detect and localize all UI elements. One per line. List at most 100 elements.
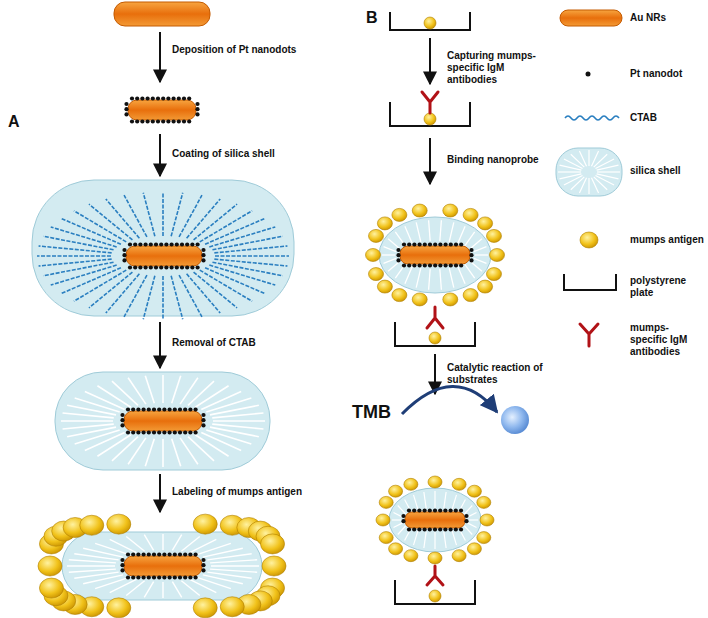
mumps-antigen [193, 514, 217, 534]
pt-nanodot [142, 430, 146, 434]
pore-line [172, 439, 181, 467]
pt-nanodot [131, 575, 135, 579]
silica-shell [55, 372, 270, 470]
pt-nanodot [183, 575, 187, 579]
pore-line [126, 536, 144, 551]
pt-nanodot [126, 407, 130, 411]
pt-nanodot [162, 430, 166, 434]
pore-line [429, 220, 431, 241]
pore-line [212, 424, 263, 429]
igm-antibody [427, 307, 443, 328]
pt-nanodot [144, 242, 148, 246]
pt-nanodot [454, 263, 458, 267]
pore-line [440, 220, 442, 241]
pt-nanodot [433, 527, 437, 531]
pore-line [181, 581, 199, 596]
mumps-antigen [477, 496, 491, 508]
pore-line [83, 548, 123, 557]
pore-line [190, 539, 217, 552]
pt-nanodot [180, 265, 184, 269]
pt-nanodot [396, 258, 400, 262]
gold-nanorod [124, 411, 202, 431]
igm-antibody [422, 92, 438, 113]
pt-nanodot [438, 508, 442, 512]
mumps-antigen [452, 550, 466, 562]
pt-nanodot [183, 430, 187, 434]
pt-nanodot [201, 558, 205, 562]
pt-nanodots [122, 242, 205, 269]
silica-shell [62, 532, 262, 600]
pore-line [416, 222, 421, 242]
legend-ctab [565, 116, 619, 120]
pore-line [434, 532, 435, 549]
pt-nanodot [459, 527, 463, 531]
pore-line [61, 268, 121, 294]
step-arrow [159, 32, 161, 82]
pore-line [75, 398, 120, 412]
pt-nanodot [464, 519, 468, 523]
pore-line [162, 582, 163, 598]
pt-nanodot [149, 265, 153, 269]
pore-line [398, 526, 406, 535]
pt-nanodot [135, 96, 139, 100]
pore-line [128, 378, 146, 404]
pt-nanodot [444, 263, 448, 267]
pt-nanodot [146, 96, 150, 100]
pt-nanodot [407, 527, 411, 531]
pt-nanodot [428, 508, 432, 512]
pt-nanodot [187, 119, 191, 123]
pt-nanodot [438, 527, 442, 531]
pore-line [564, 159, 583, 168]
pore-line [110, 579, 137, 592]
pt-nanodots [124, 96, 199, 123]
pore-line [61, 420, 113, 422]
pore-line [37, 255, 111, 257]
pt-nanodot [449, 263, 453, 267]
pt-nanodot [454, 242, 458, 246]
pt-nanodot [166, 96, 170, 100]
pt-nanodot [454, 527, 458, 531]
pt-nanodot [402, 242, 406, 246]
pt-nanodot [161, 119, 165, 123]
pt-nanodot [417, 508, 421, 512]
pore-line [213, 420, 265, 422]
pore-line [188, 437, 214, 461]
pt-nanodot [443, 508, 447, 512]
pore-line [470, 262, 482, 272]
pore-line [449, 222, 454, 242]
legend-text: polystyrene plate [630, 275, 704, 299]
pore-line [384, 247, 397, 252]
pt-nanodot [142, 407, 146, 411]
pt-nanodot [130, 96, 134, 100]
pt-nanodot [194, 552, 198, 556]
mumps-antigen [369, 268, 384, 281]
pt-nanodot [172, 119, 176, 123]
pore-line [393, 512, 402, 516]
mumps-antigen [463, 208, 478, 221]
pore-line [384, 258, 397, 263]
pore-line [95, 543, 129, 554]
pore-line [74, 270, 126, 301]
mumps-antigen [389, 485, 403, 497]
mumps-antigen [404, 550, 418, 562]
pt-nanodot [131, 407, 135, 411]
mumps-antigen [392, 208, 407, 221]
pore-line [458, 267, 465, 284]
pt-nanodot [177, 119, 181, 123]
pore-line [475, 254, 488, 255]
pt-nanodot [187, 96, 191, 100]
pt-nanodot [173, 575, 177, 579]
step-label: Capturing mumps-specific IgM antibodies [447, 50, 555, 86]
pt-nanodot [120, 563, 124, 567]
pt-nanodot [182, 96, 186, 100]
pore-line [444, 532, 446, 548]
pt-nanodot [402, 263, 406, 267]
legend-text: Au NRs [630, 12, 704, 24]
legend-text: CTAB [630, 112, 704, 124]
pt-nanodot [201, 568, 205, 572]
pt-nanodot [201, 423, 205, 427]
mumps-antigen [490, 249, 505, 262]
pore-line [382, 254, 395, 255]
